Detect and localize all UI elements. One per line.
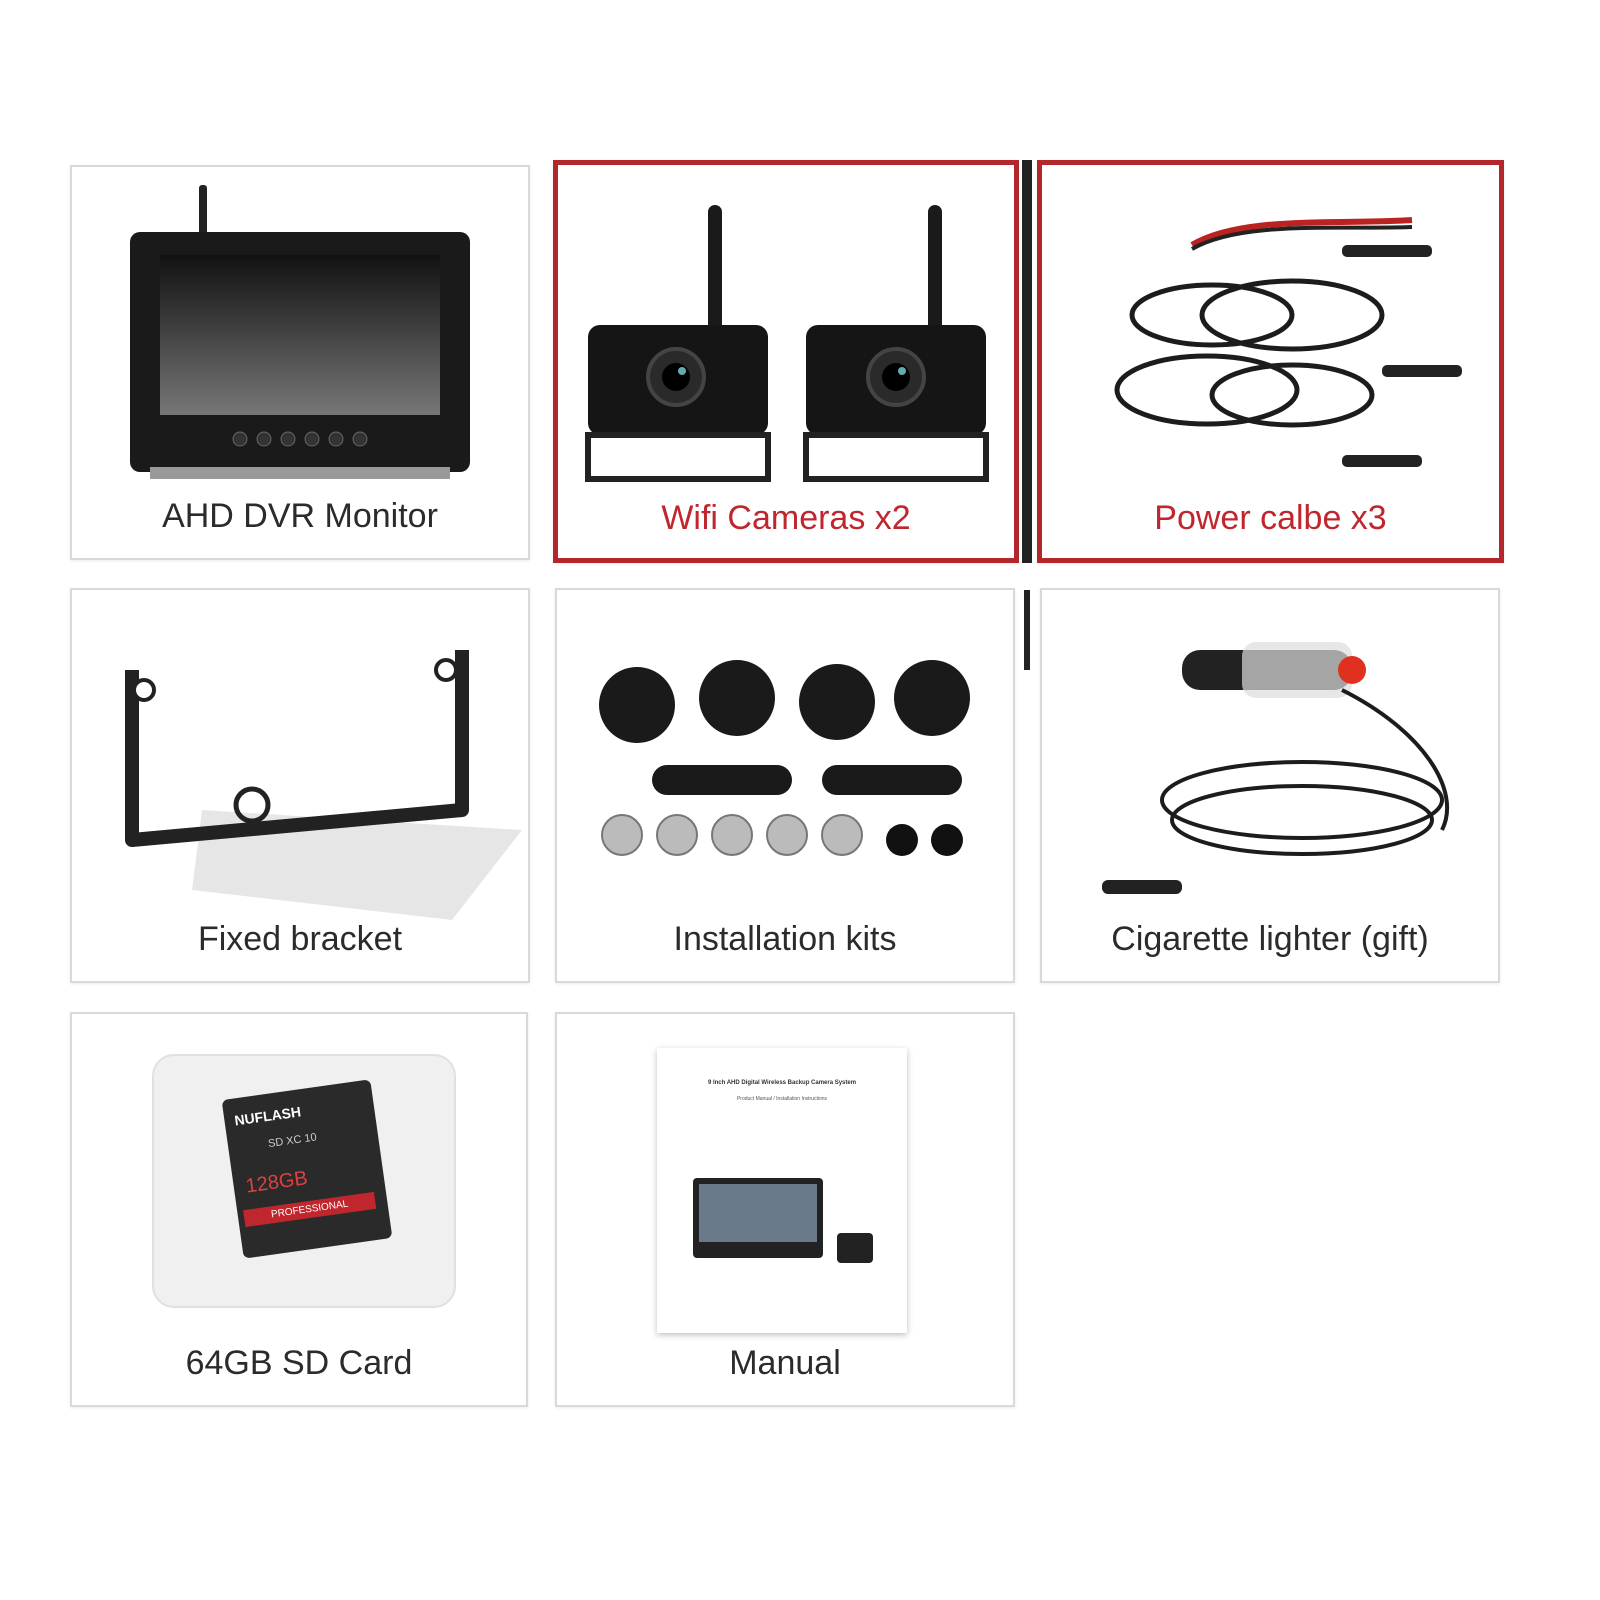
- item-label: 64GB SD Card: [185, 1344, 413, 1382]
- item-label: Wifi Cameras x2: [661, 499, 911, 537]
- item-card-fixed-bracket: Fixed bracket: [70, 588, 530, 983]
- item-card-manual: 9 Inch AHD Digital Wireless Backup Camer…: [555, 1012, 1015, 1407]
- item-label: Manual: [729, 1344, 841, 1382]
- manual-title: 9 Inch AHD Digital Wireless Backup Camer…: [707, 1080, 857, 1086]
- item-card-power-cable: Power calbe x3: [1037, 160, 1504, 563]
- item-card-wifi-cameras: Wifi Cameras x2: [553, 160, 1019, 563]
- item-card-sd-card: NUFLASH SD XC 10 128GB PROFESSIONAL 64GB…: [70, 1012, 528, 1407]
- item-label: Installation kits: [673, 920, 897, 958]
- item-card-monitor: AHD DVR Monitor: [70, 165, 530, 560]
- item-card-cigarette-lighter: Cigarette lighter (gift): [1040, 588, 1500, 983]
- monitor-image: [130, 185, 470, 479]
- sd-capacity: 128GB: [244, 1167, 310, 1198]
- sd-brand: NUFLASH: [233, 1103, 302, 1129]
- installation-kit-image: [599, 660, 970, 856]
- cigarette-lighter-image: [1102, 642, 1449, 894]
- power-cable-image: [1114, 217, 1462, 467]
- wifi-camera-image: [585, 205, 989, 482]
- item-label: Fixed bracket: [197, 920, 403, 958]
- sd-card-image: NUFLASH SD XC 10 128GB PROFESSIONAL: [72, 1014, 526, 1344]
- sd-class: SD XC 10: [267, 1131, 318, 1151]
- item-card-installation-kits: Installation kits: [555, 588, 1015, 983]
- manual-subtitle: Product Manual / Installation Instructio…: [736, 1096, 828, 1102]
- manual-monitor-photo: [693, 1178, 823, 1258]
- item-label: AHD DVR Monitor: [162, 497, 438, 535]
- manual-image: 9 Inch AHD Digital Wireless Backup Camer…: [557, 1014, 1013, 1344]
- item-label: Power calbe x3: [1154, 499, 1387, 537]
- item-label: Cigarette lighter (gift): [1111, 920, 1429, 958]
- manual-camera-photo: [837, 1233, 873, 1263]
- sd-tag: PROFESSIONAL: [243, 1191, 377, 1228]
- bracket-image: [125, 650, 522, 920]
- divider: [1022, 160, 1032, 563]
- divider: [1024, 590, 1030, 670]
